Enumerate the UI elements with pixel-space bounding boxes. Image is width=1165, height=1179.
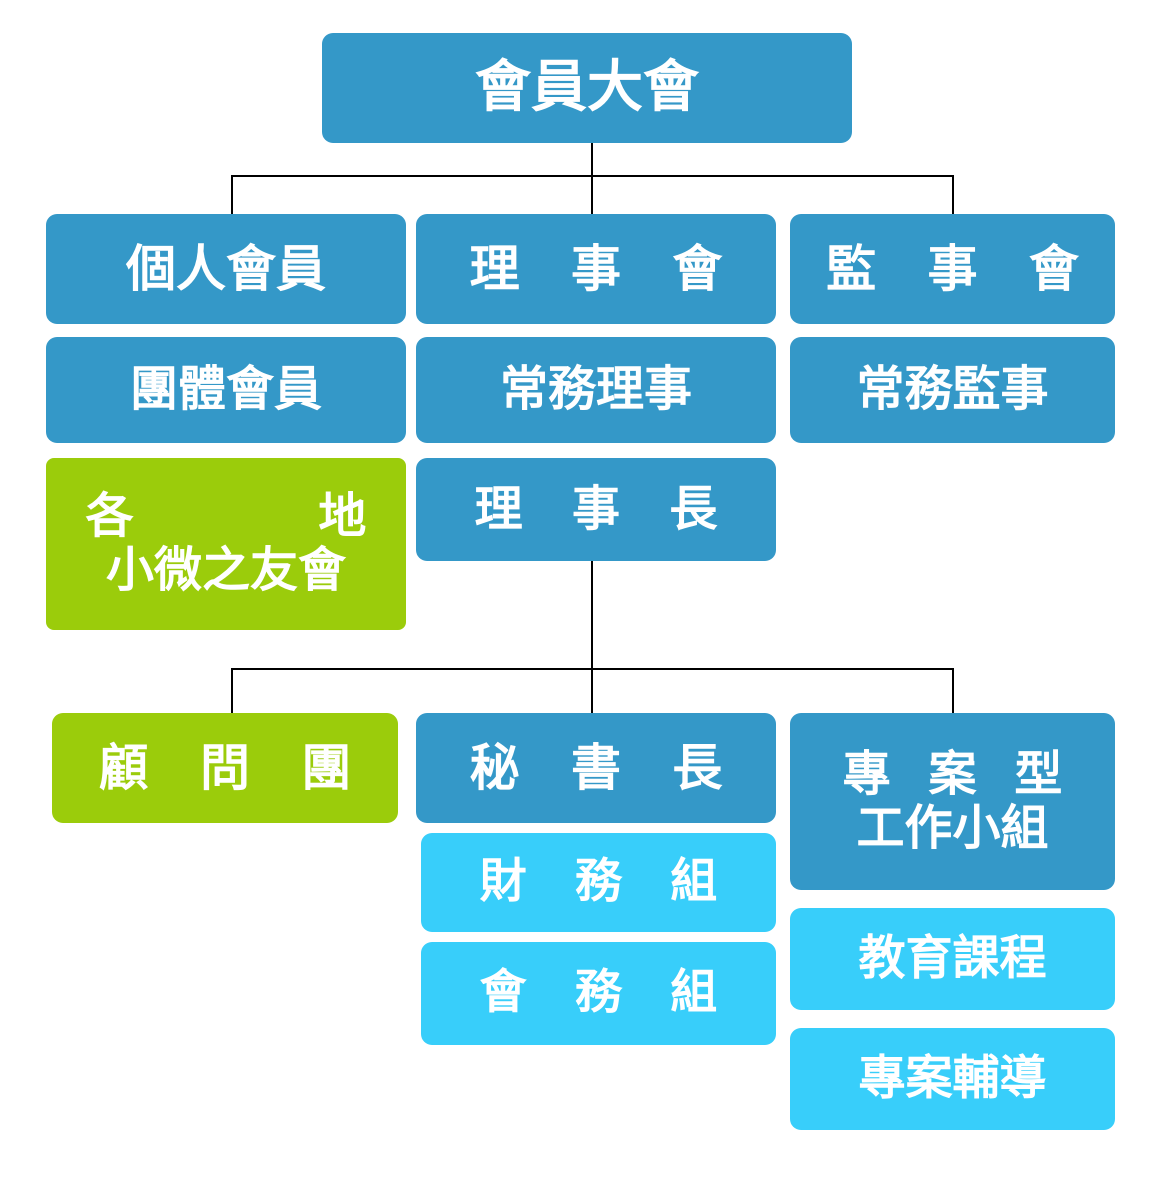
node-label-line1: 專 案 型 [842,745,1073,802]
node-standing-directors[interactable]: 常務理事 [416,337,776,443]
connector-chairman-stem [591,560,593,669]
connector-drop-individual [231,175,233,214]
node-finance-group[interactable]: 財 務 組 [421,833,776,932]
node-label: 教育課程 [858,930,1047,986]
node-individual-member[interactable]: 個人會員 [46,214,406,324]
connector-drop-board [591,175,593,214]
node-label: 常務監事 [856,361,1049,418]
node-local-friends-association[interactable]: 各 地 小微之友會 [46,458,406,630]
node-label-line1-char2: 地 [318,488,367,545]
node-label: 會員大會 [475,54,699,120]
node-member-assembly[interactable]: 會員大會 [322,33,852,143]
connector-drop-secretary [591,668,593,714]
node-label: 財 務 組 [479,854,734,910]
connector-drop-supervisors [952,175,954,214]
node-chairman[interactable]: 理 事 長 [416,458,776,561]
node-label: 監 事 會 [826,240,1096,298]
node-board-of-supervisors[interactable]: 監 事 會 [790,214,1115,324]
node-advisory-group[interactable]: 顧 問 團 [52,713,398,823]
node-project-taskforce[interactable]: 專 案 型 工作小組 [790,713,1115,890]
node-label: 秘 書 長 [469,739,740,797]
node-label-line1-char1: 各 [85,488,134,545]
connector-drop-advisory [231,668,233,714]
connector-drop-taskforce [952,668,954,714]
node-label: 會 務 組 [479,965,734,1021]
node-label: 常務理事 [499,361,692,418]
node-label: 顧 問 團 [98,739,369,797]
node-secretary-general[interactable]: 秘 書 長 [416,713,776,823]
node-label: 理 事 長 [474,480,734,537]
node-label-line1: 各 地 [85,488,367,545]
node-standing-supervisors[interactable]: 常務監事 [790,337,1115,443]
node-affairs-group[interactable]: 會 務 組 [421,942,776,1045]
node-label: 理 事 會 [469,240,740,298]
node-label: 個人會員 [126,240,326,298]
node-project-consulting[interactable]: 專案輔導 [790,1028,1115,1130]
connector-assembly-stem [591,142,593,176]
node-label: 團體會員 [129,361,322,418]
node-label-line2: 工作小組 [856,799,1049,856]
node-group-member[interactable]: 團體會員 [46,337,406,443]
node-education-courses[interactable]: 教育課程 [790,908,1115,1010]
node-label-line2: 小微之友會 [105,542,346,598]
node-board-of-directors[interactable]: 理 事 會 [416,214,776,324]
node-label: 專案輔導 [858,1050,1047,1106]
